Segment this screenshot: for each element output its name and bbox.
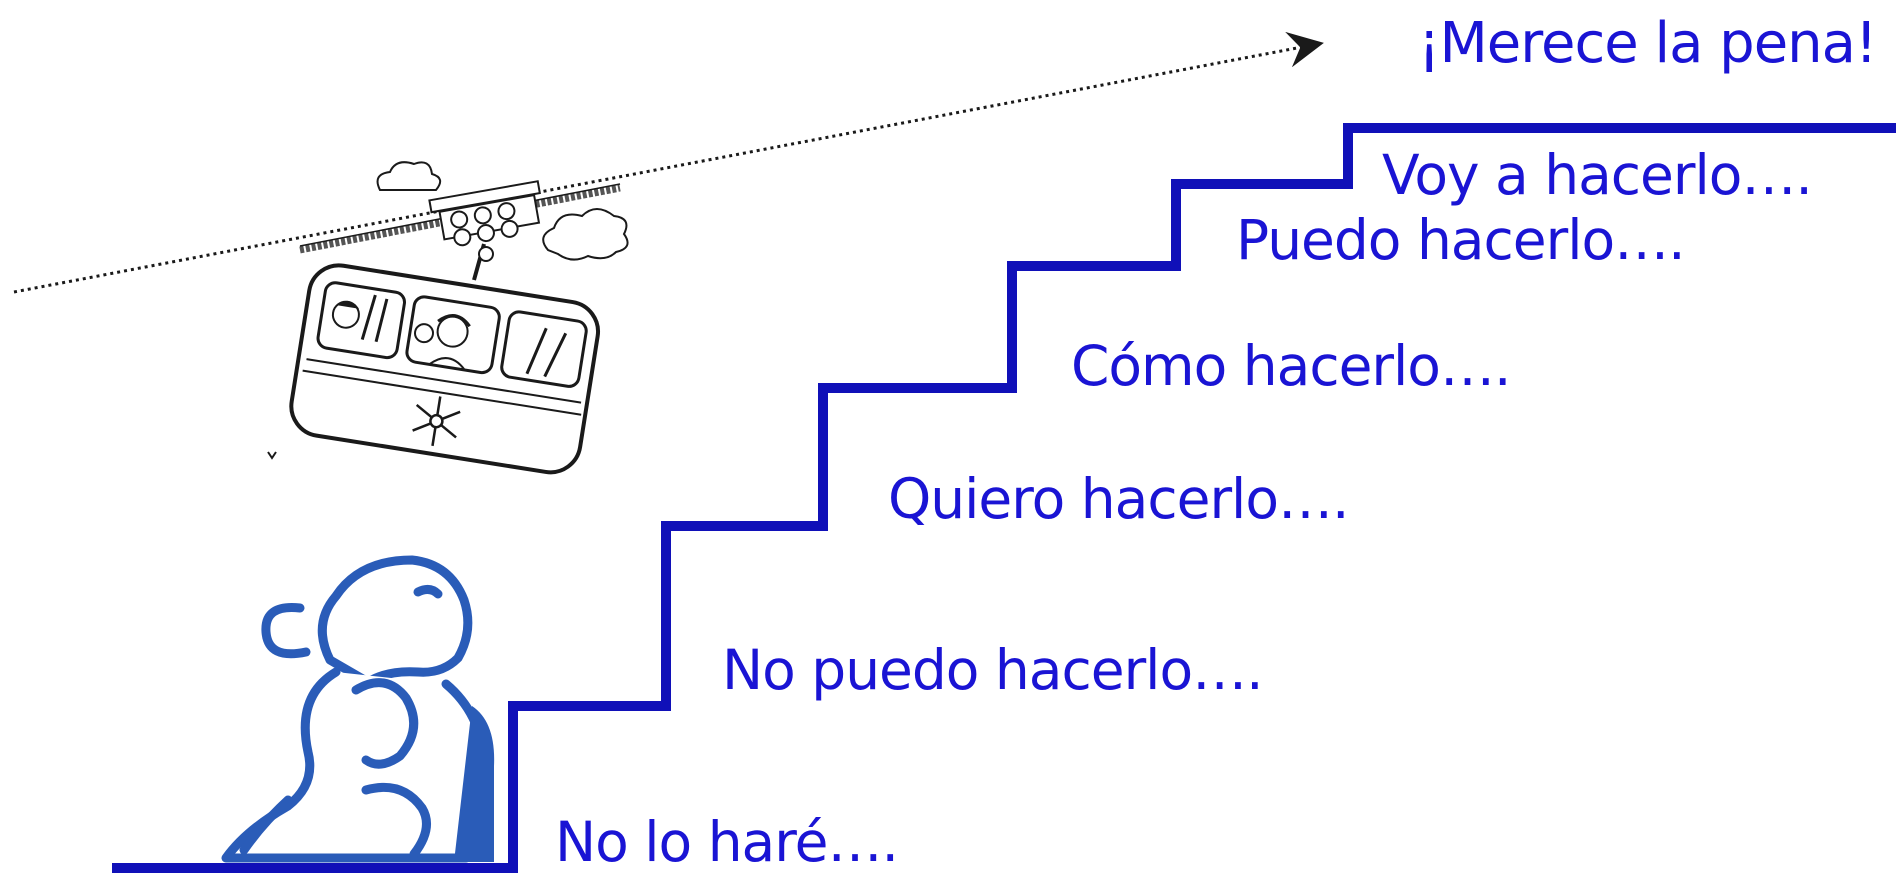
cable-car-illustration (267, 161, 629, 475)
step-label: Quiero hacerlo…. (888, 467, 1349, 531)
cloud-icon (376, 161, 442, 191)
staircase (112, 123, 1896, 873)
goal-label: ¡Merece la pena! (1418, 11, 1877, 76)
step-label: Cómo hacerlo…. (1071, 334, 1511, 398)
step-label: No puedo hacerlo…. (722, 638, 1264, 702)
snowflake-icon (412, 396, 461, 447)
step-label: Voy a hacerlo…. (1382, 143, 1813, 207)
dotted-arrow (13, 31, 1324, 294)
step-label: Puedo hacerlo…. (1236, 208, 1686, 272)
cloud-icon (542, 208, 629, 261)
step-label: No lo haré…. (555, 810, 899, 874)
thinking-figure-illustration (221, 555, 495, 863)
